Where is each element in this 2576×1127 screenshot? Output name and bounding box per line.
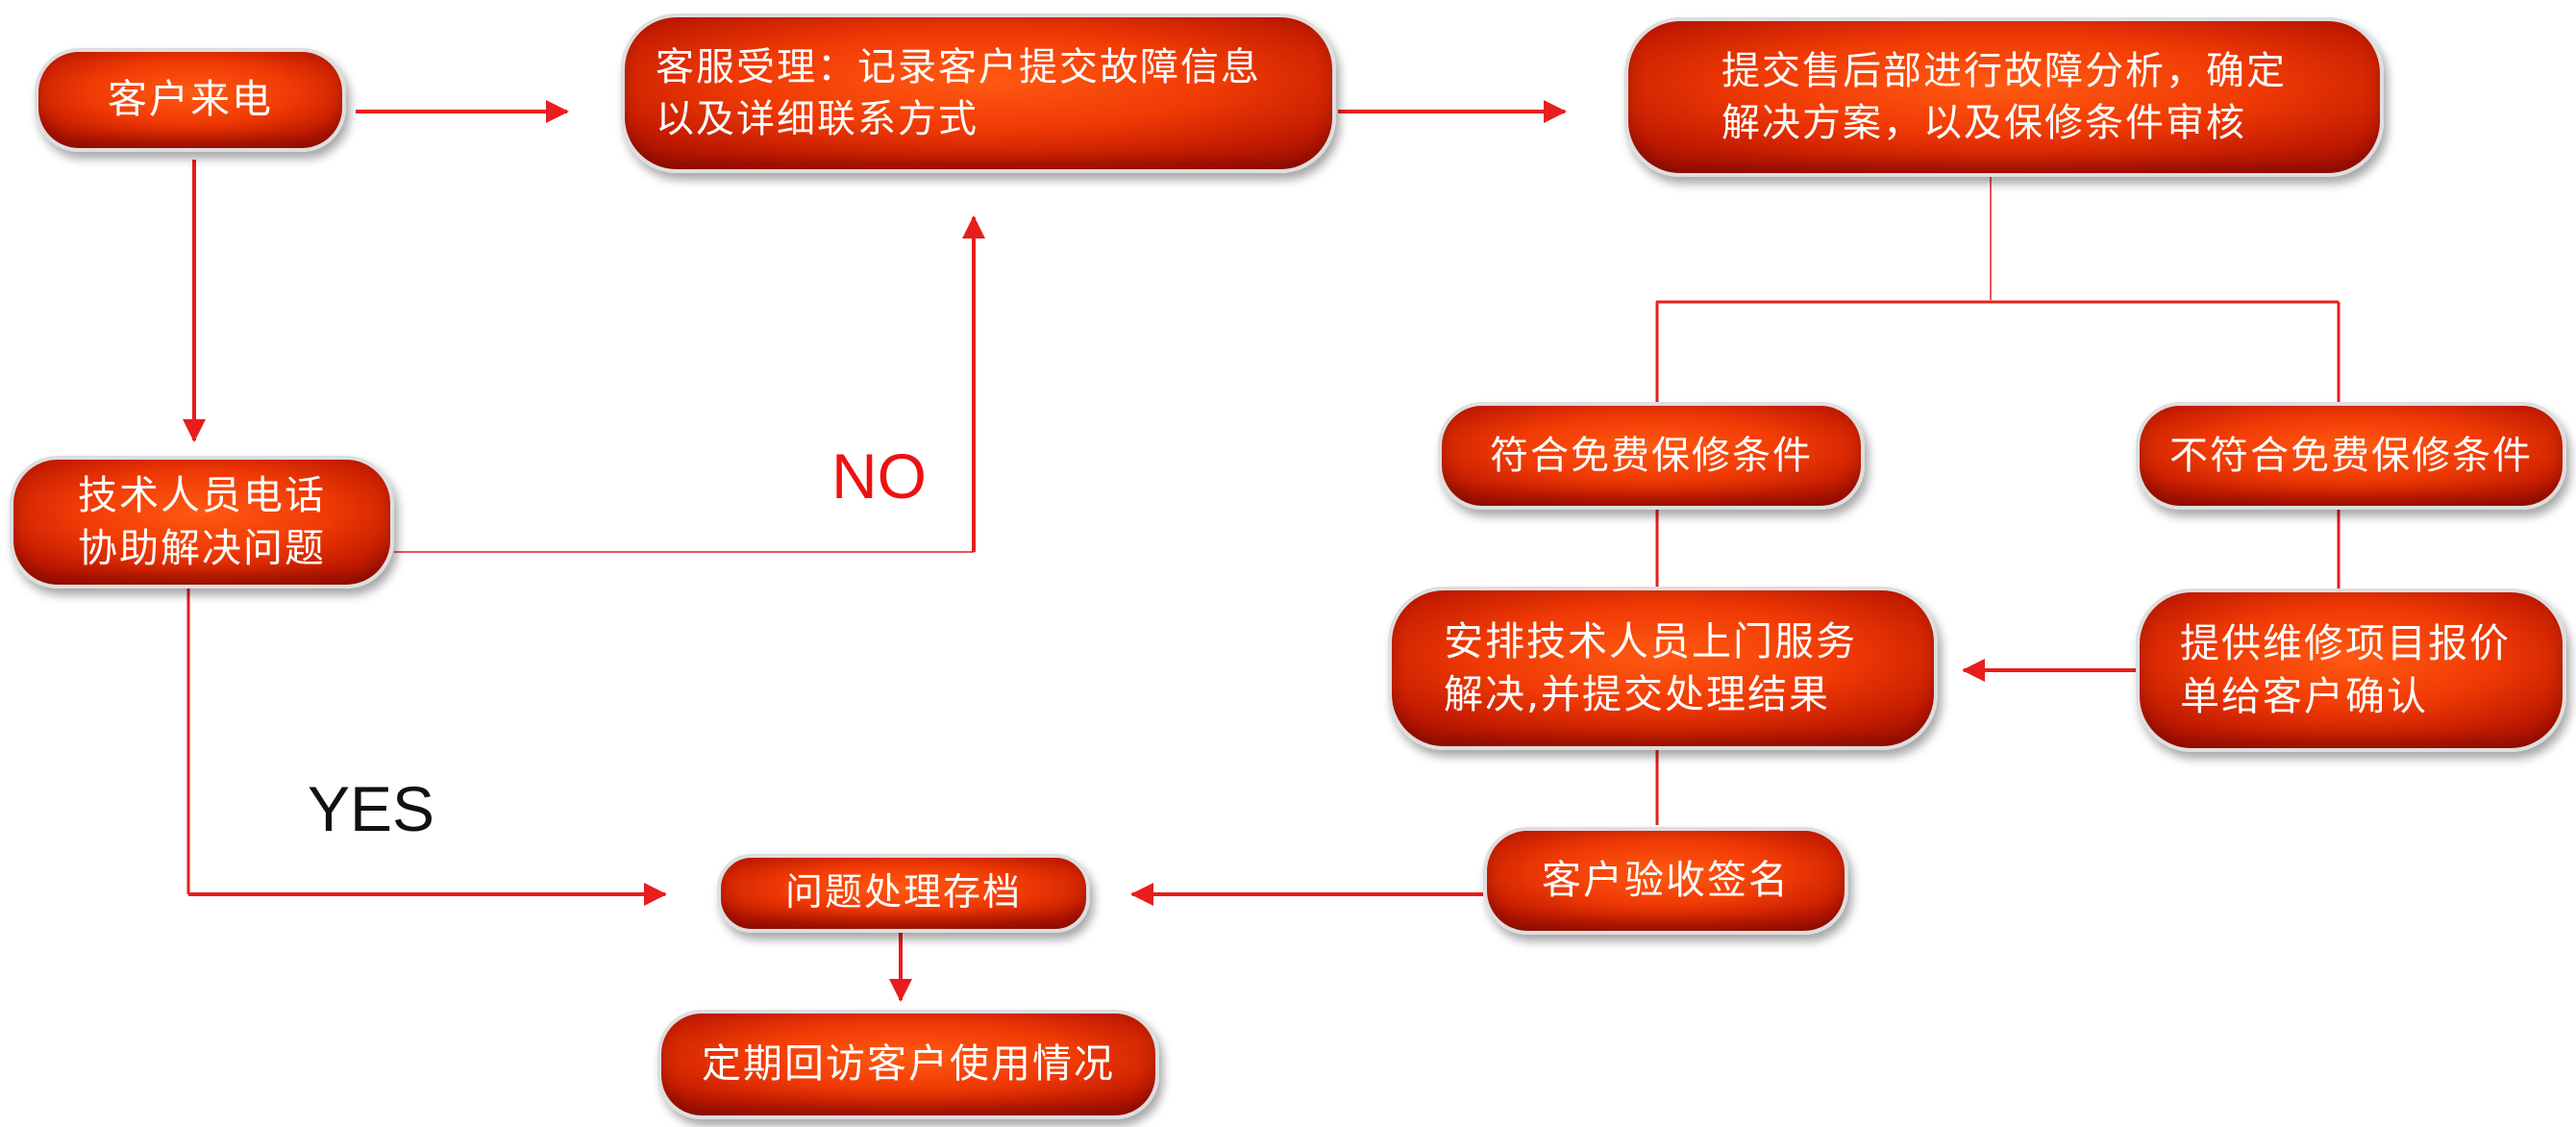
node-customer-call: 客户来电 bbox=[35, 48, 346, 152]
node-meets-free-warranty: 符合免费保修条件 bbox=[1438, 402, 1865, 510]
no-branch-label: NO bbox=[831, 440, 927, 512]
node-customer-sign: 客户验收签名 bbox=[1483, 827, 1848, 935]
node-onsite-service: 安排技术人员上门服务 解决,并提交处理结果 bbox=[1388, 587, 1938, 750]
node-archive: 问题处理存档 bbox=[717, 854, 1090, 933]
node-tech-phone-help: 技术人员电话 协助解决问题 bbox=[10, 456, 394, 589]
node-cs-accept: 客服受理：记录客户提交故障信息 以及详细联系方式 bbox=[621, 13, 1336, 173]
node-repair-quote: 提供维修项目报价 单给客户确认 bbox=[2136, 589, 2566, 752]
node-submit-after-sales: 提交售后部进行故障分析，确定 解决方案，以及保修条件审核 bbox=[1624, 17, 2384, 177]
yes-branch-label: YES bbox=[308, 773, 435, 844]
node-not-meets-free-warranty: 不符合免费保修条件 bbox=[2136, 402, 2566, 510]
node-follow-up: 定期回访客户使用情况 bbox=[657, 1010, 1159, 1119]
